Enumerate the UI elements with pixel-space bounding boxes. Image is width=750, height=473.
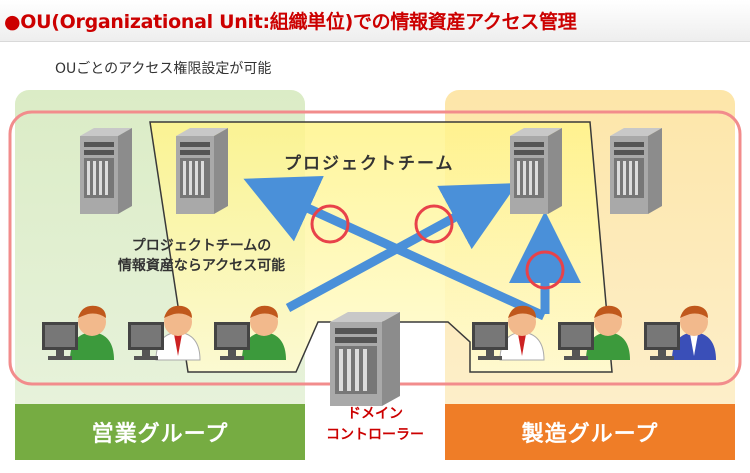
- project-team-note-line2: 情報資産ならアクセス可能: [117, 258, 286, 274]
- manufacturing-group-label: 製造グループ: [445, 404, 735, 460]
- circle-ok-icon: [310, 204, 350, 244]
- project-team-label: プロジェクトチーム: [284, 154, 455, 174]
- domain-controller-label-line2: コントローラー: [326, 427, 424, 443]
- user-at-pc-icon: [214, 305, 286, 360]
- project-team-note-line1: プロジェクトチームの: [131, 238, 272, 254]
- page-title: ●OU(Organizational Unit:組織単位)での情報資産アクセス管…: [4, 11, 577, 33]
- arrow-to-mfg-server: [285, 183, 518, 312]
- circle-ok-icon: [414, 204, 454, 244]
- server-icon: [510, 128, 562, 214]
- server-icon: [80, 128, 132, 214]
- sales-group-label: 営業グループ: [15, 404, 305, 460]
- domain-controller-label: ドメイン コントローラー: [308, 404, 442, 446]
- arrow-to-sales-server: [243, 175, 546, 321]
- user-at-pc-icon: [472, 305, 545, 361]
- project-team-note: プロジェクトチームの 情報資産ならアクセス可能: [94, 236, 309, 276]
- user-at-pc-icon: [128, 305, 201, 361]
- circle-ok-icon: [525, 250, 565, 290]
- title-bar: ●OU(Organizational Unit:組織単位)での情報資産アクセス管…: [0, 0, 750, 42]
- subtitle: OUごとのアクセス権限設定が可能: [55, 61, 272, 77]
- server-icon: [176, 128, 228, 214]
- server-icon: [610, 128, 662, 214]
- user-at-pc-icon: [558, 305, 630, 360]
- domain-controller-label-line1: ドメイン: [347, 406, 403, 422]
- user-at-pc-icon: [644, 305, 716, 360]
- domain-controller-server-icon: [330, 312, 400, 406]
- user-at-pc-icon: [42, 305, 114, 360]
